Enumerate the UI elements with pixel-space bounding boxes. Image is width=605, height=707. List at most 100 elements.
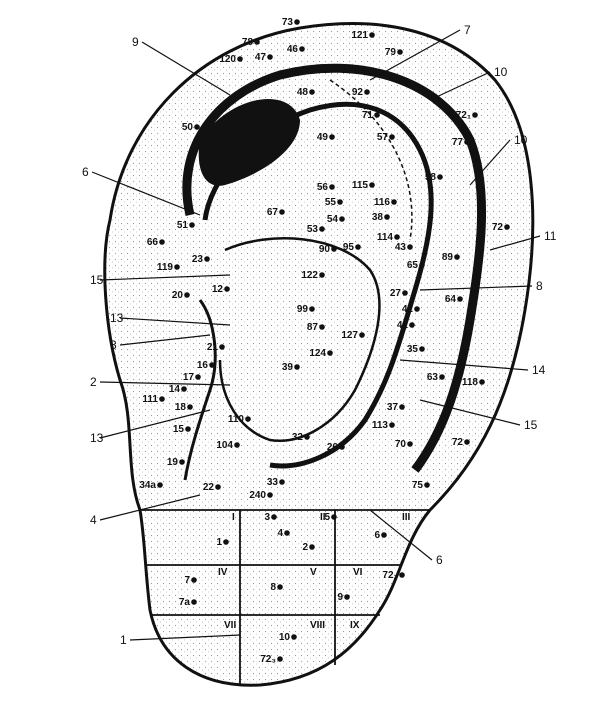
acupoint-dot [407, 441, 413, 447]
acupoint-p50: 50 [182, 122, 200, 133]
acupoint-number: 18 [175, 402, 187, 413]
acupoint-dot [381, 532, 387, 538]
acupoint-dot [374, 112, 380, 118]
acupoint-number: 6 [374, 530, 380, 541]
acupoint-number: 12 [212, 284, 224, 295]
reference-label-ref-14: 14 [532, 363, 546, 377]
zone-label-zone-II: II [320, 512, 326, 523]
acupoint-number: 23 [192, 254, 204, 265]
acupoint-number: 58 [425, 172, 437, 183]
reference-label-ref-1: 1 [120, 633, 127, 647]
acupoint-dot [271, 514, 277, 520]
acupoint-number: 75 [412, 480, 424, 491]
acupoint-number: 41 [397, 320, 409, 331]
acupoint-p3: 3 [264, 512, 277, 523]
acupoint-number: 37 [387, 402, 399, 413]
acupoint-dot [294, 19, 300, 25]
reference-label-ref-6a: 6 [82, 165, 89, 179]
acupoint-dot [187, 404, 193, 410]
acupoint-dot [424, 482, 430, 488]
acupoint-number: 124 [309, 348, 326, 359]
acupoint-dot [344, 594, 350, 600]
acupoint-dot [279, 479, 285, 485]
acupoint-number: 73 [282, 17, 294, 28]
acupoint-dot [319, 226, 325, 232]
reference-label-ref-6b: 6 [436, 553, 443, 567]
acupoint-number: 99 [297, 304, 309, 315]
acupoint-p90: 90 [319, 244, 337, 255]
acupoint-dot [181, 386, 187, 392]
acupoint-p110: 110 [228, 414, 251, 425]
leader-line-ref-11 [489, 235, 541, 251]
acupoint-number: 72 [492, 222, 504, 233]
acupoint-dot [397, 49, 403, 55]
acupoint-p72d: 72₂ [382, 570, 405, 581]
acupoint-p99: 99 [297, 304, 315, 315]
acupoint-number: 21 [207, 342, 219, 353]
acupoint-number: 16 [197, 360, 209, 371]
leader-line-ref-7 [369, 29, 461, 81]
acupoint-p39: 39 [282, 362, 300, 373]
acupoint-number: 43 [395, 242, 407, 253]
acupoint-p64: 64 [445, 294, 463, 305]
acupoint-number: 72₁ [456, 110, 471, 121]
acupoint-dot [359, 332, 365, 338]
acupoint-p5: 5 [324, 512, 337, 523]
acupoint-number: 64 [445, 294, 457, 305]
acupoint-dot [244, 139, 250, 145]
acupoint-dot [309, 544, 315, 550]
acupoint-p72b: 72 [492, 222, 510, 233]
acupoint-p35: 35 [407, 344, 425, 355]
acupoint-p121: 121 [351, 30, 375, 41]
acupoint-number: 110 [228, 414, 245, 425]
leader-line-ref-9 [141, 41, 231, 96]
acupoint-dot [194, 124, 200, 130]
acupoint-p32: 32 [292, 432, 310, 443]
acupoint-p51: 51 [177, 220, 195, 231]
acupoint-number: 22 [203, 482, 215, 493]
acupoint-p71: 71 [362, 110, 380, 121]
acupoint-number: 8 [270, 582, 276, 593]
acupoint-dot [399, 404, 405, 410]
acupoint-p6: 6 [374, 530, 387, 541]
acupoint-number: 113 [372, 420, 389, 431]
leader-line-ref-8 [419, 285, 533, 291]
reference-label-ref-3: 3 [110, 338, 117, 352]
ear-outline [103, 22, 535, 687]
acupoint-number: 90 [319, 244, 331, 255]
acupoint-p16: 16 [197, 360, 215, 371]
acupoint-dot [457, 296, 463, 302]
reference-label-ref-10a: 10 [494, 65, 508, 79]
helix-fold [182, 63, 487, 473]
acupoint-p9: 9 [337, 592, 350, 603]
acupoint-dot [394, 234, 400, 240]
acupoint-number: 5 [324, 512, 330, 523]
acupoint-p48: 48 [297, 87, 315, 98]
acupoint-p57: 57 [377, 132, 395, 143]
acupoint-p22: 22 [203, 482, 221, 493]
acupoint-p72e: 72₃ [260, 654, 283, 665]
leader-line-ref-13a [119, 317, 231, 326]
leader-lines [91, 29, 541, 641]
acupoint-dot [389, 422, 395, 428]
acupoint-number: 48 [297, 87, 309, 98]
acupoint-p15: 15 [173, 424, 191, 435]
acupoint-number: 26 [327, 442, 339, 453]
zone-label-zone-IX: IX [350, 620, 360, 631]
reference-label-ref-7: 7 [464, 23, 471, 37]
acupoint-dot [414, 306, 420, 312]
acupoint-number: 120 [219, 54, 236, 65]
acupoint-dot [234, 442, 240, 448]
acupoint-dot [277, 656, 283, 662]
acupoint-p34a: 34a [139, 480, 163, 491]
acupoint-dot [191, 599, 197, 605]
acupoint-p87: 87 [307, 322, 325, 333]
acupoint-p41: 41 [397, 320, 415, 331]
acupoint-dot [479, 379, 485, 385]
acupoint-number: 60 [232, 137, 244, 148]
acupoint-number: 4 [277, 528, 283, 539]
acupoint-number: 72₂ [382, 570, 398, 581]
acupoint-p75: 75 [412, 480, 430, 491]
